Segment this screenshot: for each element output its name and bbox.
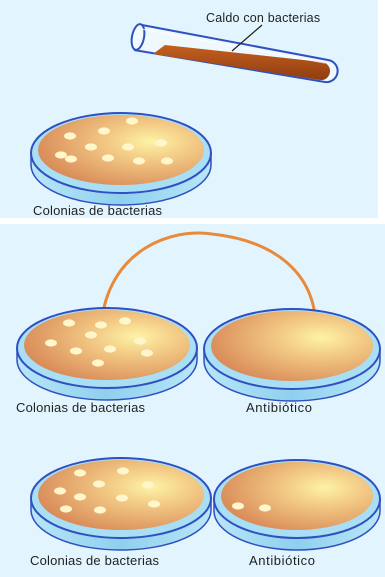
plate-label-antibiotic-middle: Antibiótico bbox=[246, 400, 313, 415]
petri-dish-5 bbox=[214, 460, 380, 550]
plate-label-antibiotic-bottom: Antibiótico bbox=[249, 553, 316, 568]
petri-dish-4 bbox=[31, 458, 211, 550]
plate-label-colonies-bottom: Colonias de bacterias bbox=[30, 553, 159, 568]
petri-dish-1 bbox=[31, 113, 211, 205]
petri-dish-3 bbox=[204, 309, 380, 401]
test-tube bbox=[130, 23, 338, 82]
tube-label: Caldo con bacterias bbox=[206, 11, 320, 25]
petri-dish-2 bbox=[17, 308, 197, 400]
plate-label-colonies-middle: Colonias de bacterias bbox=[16, 400, 145, 415]
plate-label-colonies-top: Colonias de bacterias bbox=[33, 203, 162, 218]
